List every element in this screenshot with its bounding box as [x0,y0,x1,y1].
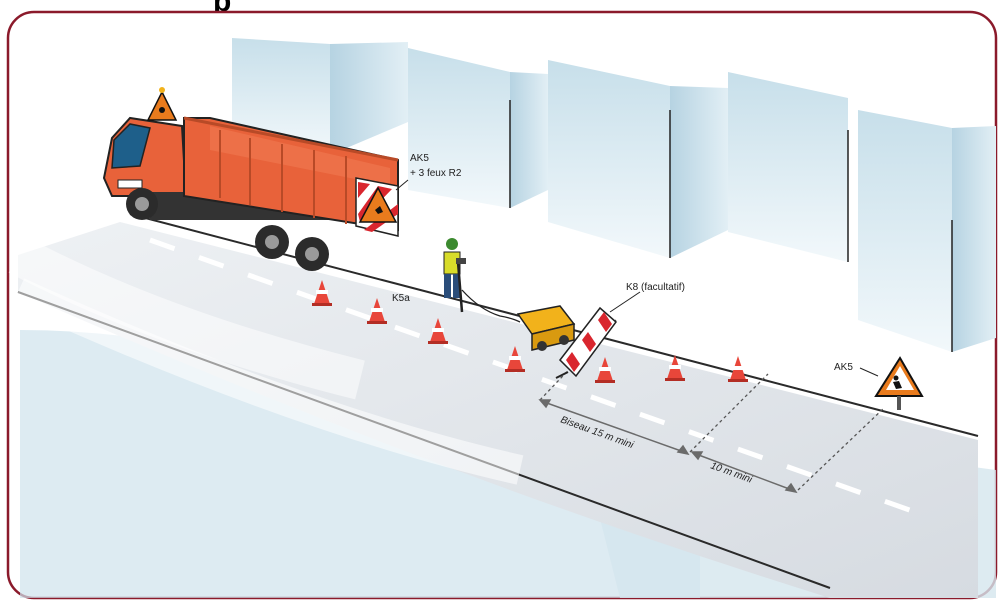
compressor [461,289,576,351]
label-k8: K8 (facultatif) [626,282,685,293]
cone [728,356,748,382]
cone [595,357,615,383]
buildings [232,38,996,352]
cone [665,355,685,381]
cone [505,346,525,372]
label-ak5-rear-lights: + 3 feux R2 [410,168,462,179]
label-ak5-rear: AK5 [410,153,429,164]
label-k5a: K5a [392,293,410,304]
road-worker [443,238,466,313]
k8-barrier [555,306,618,379]
ak5-sign [859,356,924,410]
road [18,222,978,598]
road-center-line [149,237,916,515]
dump-truck [102,87,399,271]
cone [312,280,332,306]
cone [428,318,448,344]
cone [367,298,387,324]
traffic-cones [312,280,748,383]
label-ak5-sign: AK5 [834,362,853,373]
dimension-arrows [538,399,798,494]
